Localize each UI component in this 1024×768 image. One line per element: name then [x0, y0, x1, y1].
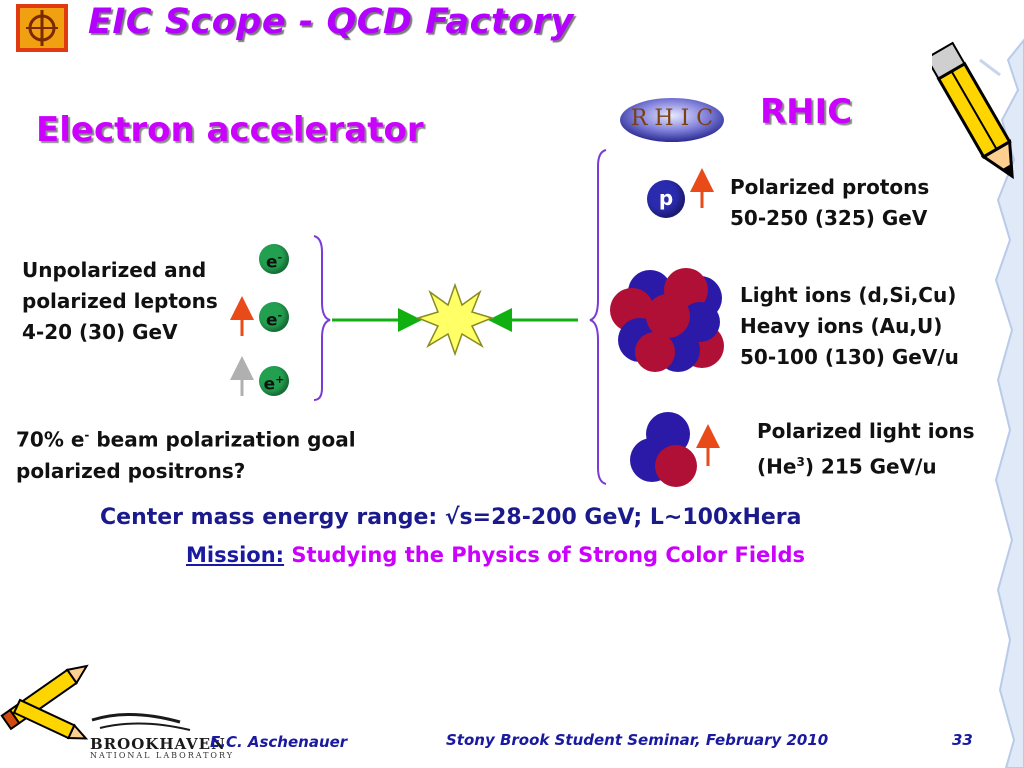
electron-particle: e- — [259, 302, 289, 332]
polarization-goal: 70% e- beam polarization goal polarized … — [16, 427, 356, 483]
protons-description: Polarized protons 50-250 (325) GeV — [730, 175, 930, 230]
pencil-icon — [932, 41, 1014, 180]
lepton-line-2: polarized leptons — [22, 289, 218, 313]
bnl-name: BROOKHAVEN — [90, 735, 226, 753]
lepton-line-1: Unpolarized and — [22, 258, 207, 282]
footer-page-number: 33 — [952, 731, 973, 749]
footer-event: Stony Brook Student Seminar, February 20… — [446, 731, 829, 749]
lepton-description: Unpolarized and polarized leptons 4-20 (… — [22, 255, 218, 348]
rhic-logo-icon — [620, 98, 724, 142]
heavy-ion-nucleus-icon — [610, 268, 724, 372]
positron-particle: e+ — [259, 366, 289, 396]
electron-accelerator-heading: Electron accelerator — [36, 110, 424, 150]
footer-author: E.C. Aschenauer — [210, 733, 348, 751]
cm-energy-range: Center mass energy range: √s=28-200 GeV;… — [100, 505, 802, 530]
proton-particle: p — [647, 180, 685, 218]
mission-statement: Mission: Studying the Physics of Strong … — [186, 543, 805, 567]
pencils-icon — [0, 664, 89, 740]
light-ions-description: Polarized light ions (He3) 215 GeV/u — [757, 419, 975, 479]
bnl-subtitle: NATIONAL LABORATORY — [90, 751, 235, 760]
light-ion-nucleus-icon — [630, 412, 697, 487]
slide-title: EIC Scope - QCD Factory — [88, 2, 574, 42]
rhic-brace — [589, 149, 607, 485]
rhic-heading: RHIC — [760, 92, 853, 132]
electron-particle: e- — [259, 244, 289, 274]
collision-star-icon — [415, 282, 495, 357]
lepton-line-3: 4-20 (30) GeV — [22, 320, 178, 344]
electron-brace — [313, 235, 331, 401]
mission-text: Studying the Physics of Strong Color Fie… — [284, 543, 806, 567]
mission-label: Mission: — [186, 543, 285, 567]
logo-icon — [16, 4, 68, 52]
rhic-logo-text: R H I C — [630, 106, 714, 131]
ions-description: Light ions (d,Si,Cu) Heavy ions (Au,U) 5… — [740, 283, 959, 369]
bnl-logo-icon — [91, 713, 191, 731]
